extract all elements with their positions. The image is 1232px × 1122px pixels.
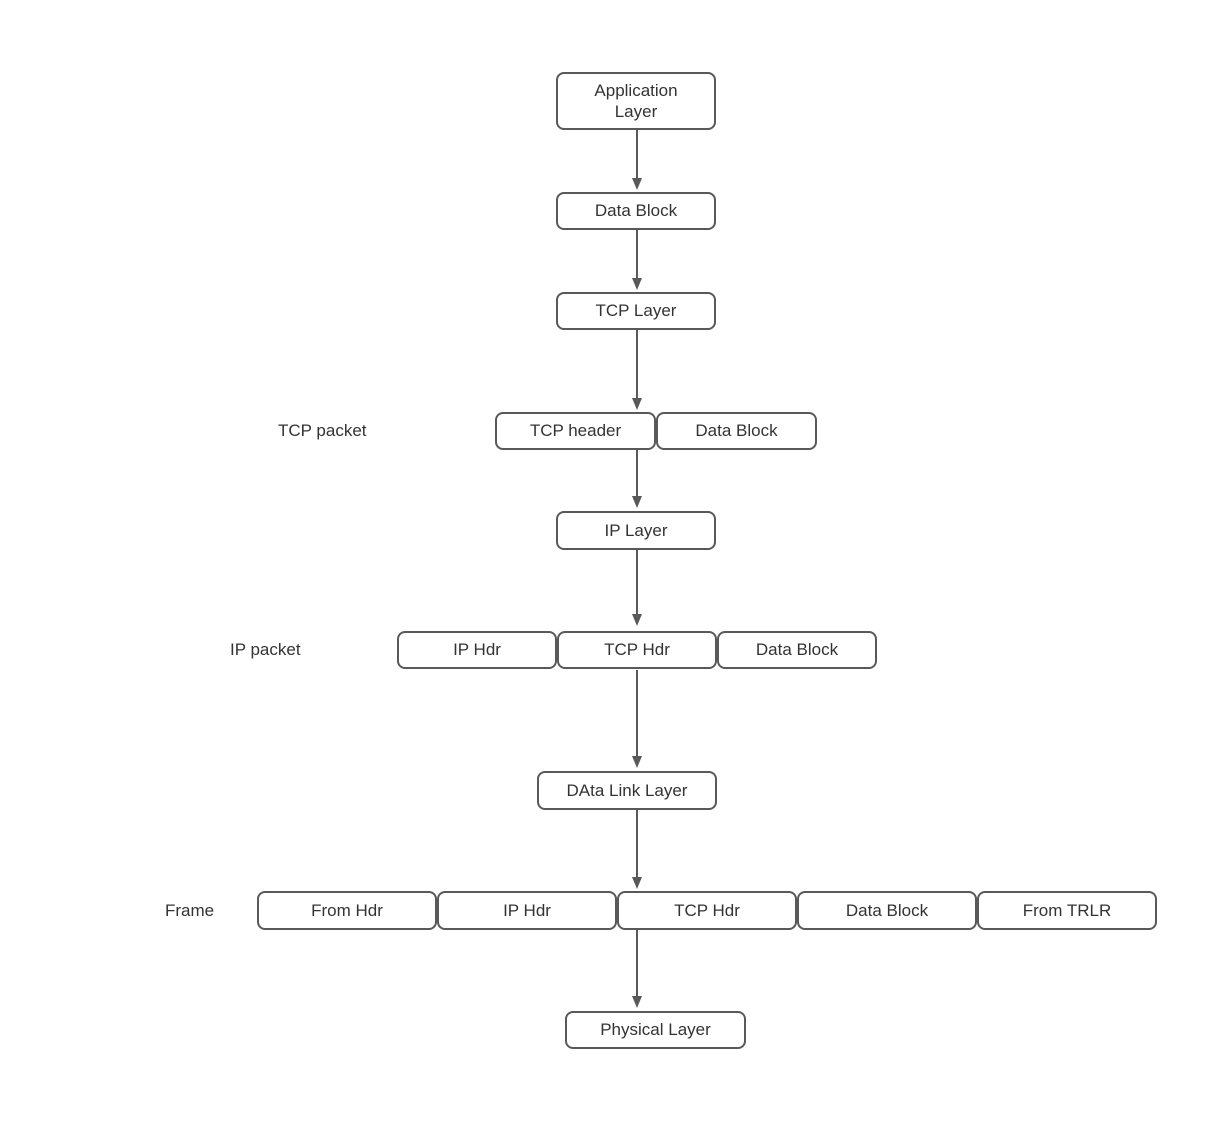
node-data-block-top: Data Block: [556, 192, 716, 230]
arrowhead-down-icon: [632, 496, 642, 508]
node-tcp-header: TCP header: [495, 412, 656, 450]
arrow-shaft: [636, 550, 638, 617]
arrow-frame-to-physical: [631, 930, 643, 1008]
arrow-datalink-to-frame: [631, 810, 643, 889]
arrowhead-down-icon: [632, 178, 642, 190]
arrowhead-down-icon: [632, 278, 642, 290]
arrow-ippacket-to-datalink: [631, 670, 643, 768]
arrow-tcplayer-to-tcppacket: [631, 330, 643, 410]
arrow-shaft: [636, 930, 638, 999]
arrow-shaft: [636, 130, 638, 181]
node-data-link-layer: DAta Link Layer: [537, 771, 717, 810]
node-tcp-hdr-ip-packet: TCP Hdr: [557, 631, 717, 669]
arrow-shaft: [636, 450, 638, 499]
node-physical-layer: Physical Layer: [565, 1011, 746, 1049]
arrowhead-down-icon: [632, 996, 642, 1008]
node-data-block-frame: Data Block: [797, 891, 977, 930]
node-from-trlr-frame: From TRLR: [977, 891, 1157, 930]
node-ip-hdr-frame: IP Hdr: [437, 891, 617, 930]
node-ip-hdr-ip-packet: IP Hdr: [397, 631, 557, 669]
arrow-shaft: [636, 330, 638, 401]
arrow-shaft: [636, 670, 638, 759]
arrowhead-down-icon: [632, 614, 642, 626]
arrowhead-down-icon: [632, 756, 642, 768]
arrow-tcppacket-to-iplayer: [631, 450, 643, 508]
arrow-iplayer-to-ippacket: [631, 550, 643, 626]
node-tcp-layer: TCP Layer: [556, 292, 716, 330]
arrow-shaft: [636, 810, 638, 880]
node-data-block-ip-packet: Data Block: [717, 631, 877, 669]
arrowhead-down-icon: [632, 398, 642, 410]
node-ip-layer: IP Layer: [556, 511, 716, 550]
node-from-hdr-frame: From Hdr: [257, 891, 437, 930]
node-tcp-hdr-frame: TCP Hdr: [617, 891, 797, 930]
label-frame: Frame: [165, 900, 215, 920]
label-ip-packet: IP packet: [230, 640, 301, 659]
node-application-layer: Application Layer: [556, 72, 716, 130]
label-tcp-packet: TCP packet: [278, 421, 367, 440]
arrow-datablock-to-tcplayer: [631, 230, 643, 290]
arrow-shaft: [636, 230, 638, 281]
arrow-application-to-datablock: [631, 130, 643, 190]
arrowhead-down-icon: [632, 877, 642, 889]
node-data-block-tcp-packet: Data Block: [656, 412, 817, 450]
